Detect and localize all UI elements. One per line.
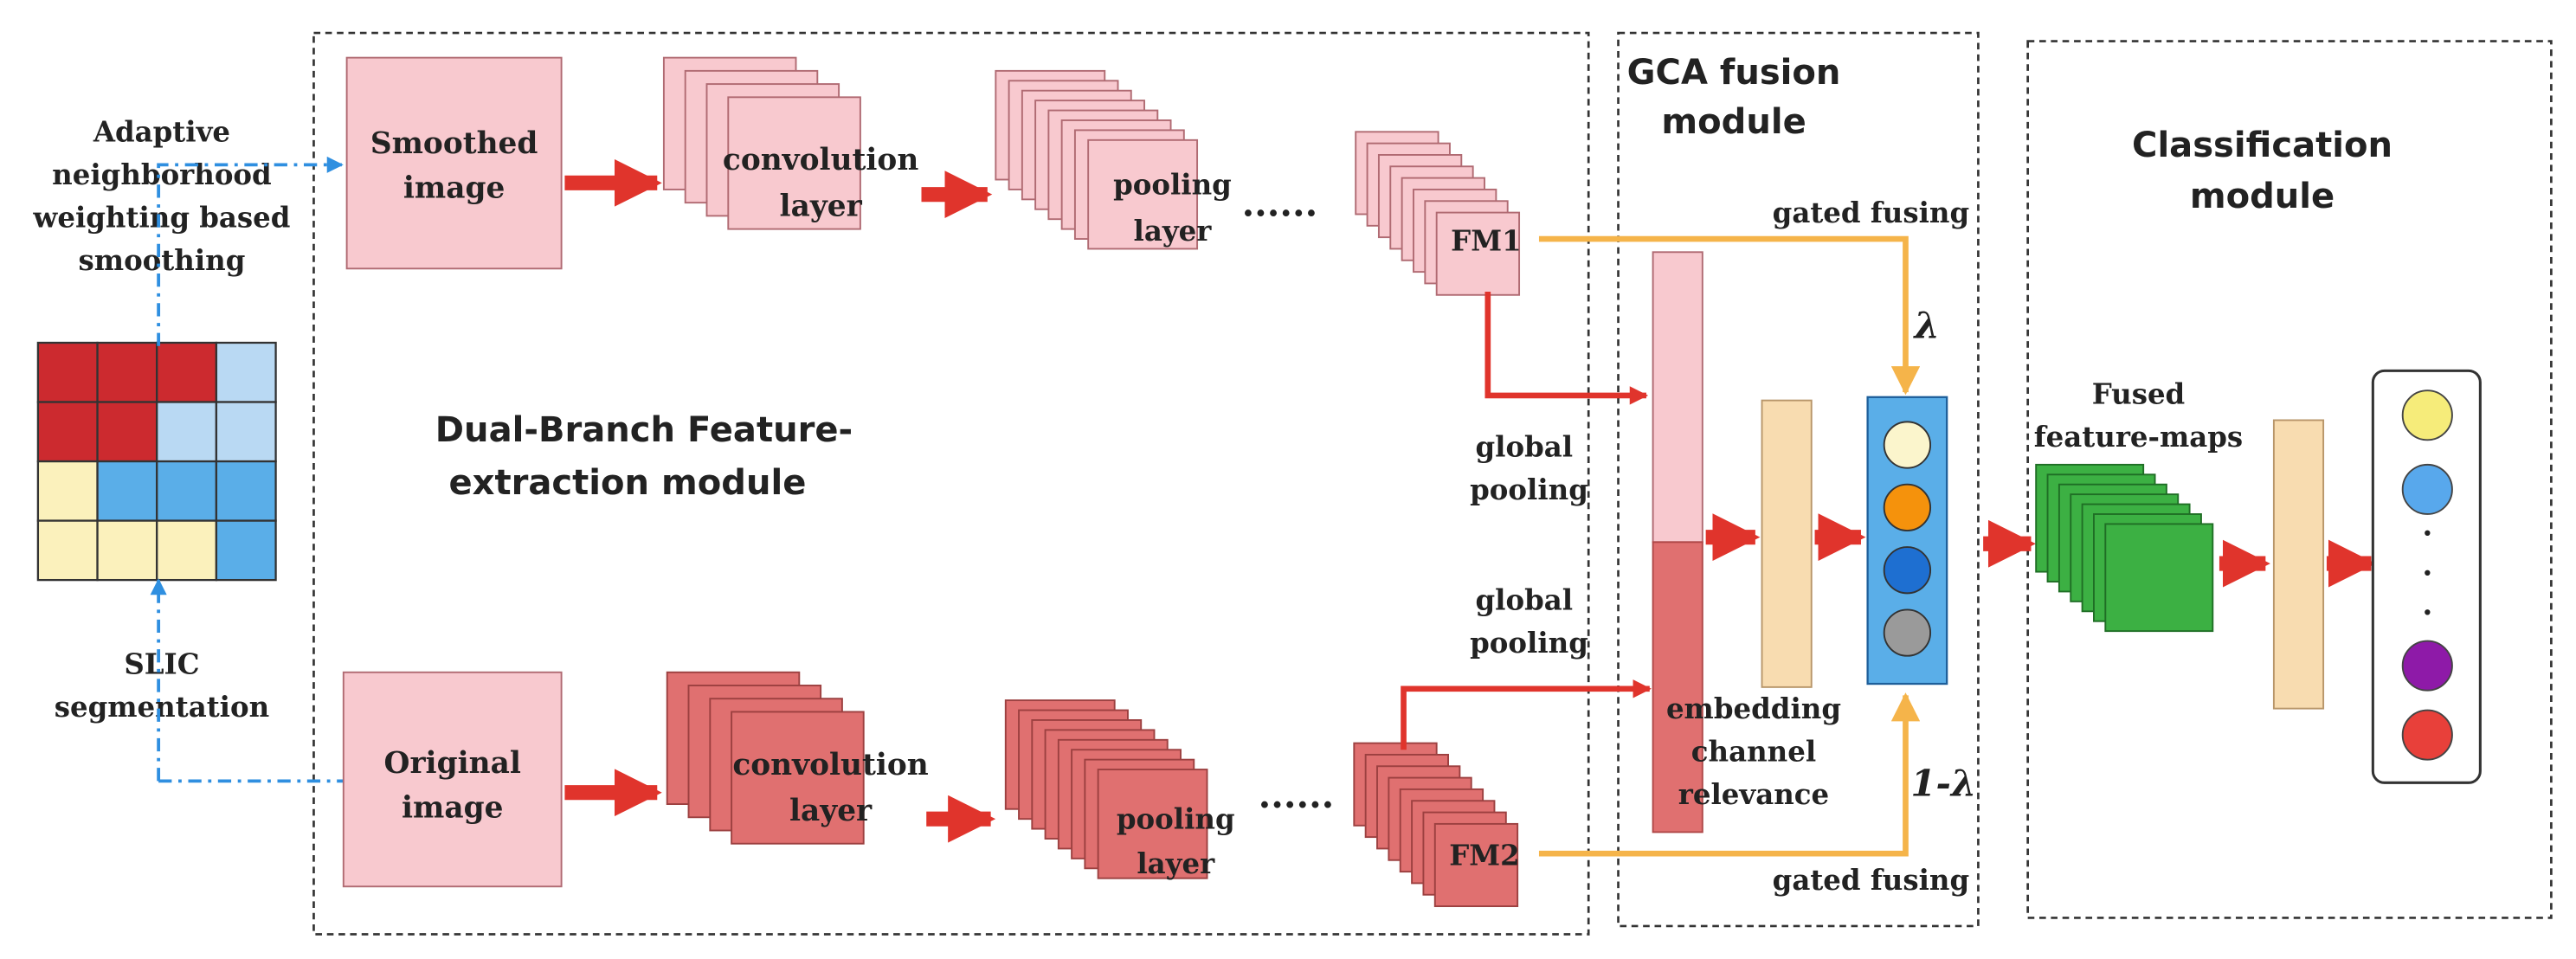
one-minus-lambda-label: 1-λ bbox=[1910, 763, 1976, 805]
gated-fusing-path-top bbox=[1538, 235, 1921, 396]
global-pooling-top-line2: pooling bbox=[1470, 473, 1588, 506]
fusion-weight-circle bbox=[1883, 608, 1932, 657]
grid-cell bbox=[156, 460, 218, 522]
grid-cell bbox=[156, 519, 218, 582]
gca-module-title-line1: GCA fusion bbox=[1627, 53, 1841, 93]
grid-cell bbox=[36, 341, 99, 403]
relevance-fc-bar bbox=[1761, 399, 1813, 688]
bottom-conv-sheet bbox=[731, 711, 865, 845]
classifier-fc-bar bbox=[2272, 419, 2325, 710]
bottom-pool-label-line1: pooling bbox=[1117, 803, 1235, 836]
gca-module-title-line2: module bbox=[1661, 102, 1806, 142]
classification-module-title-line1: Classification bbox=[2132, 126, 2392, 165]
superpixel-grid bbox=[36, 341, 277, 582]
embedding-label-line2: channel bbox=[1691, 736, 1816, 769]
smoothed-image-label-line1: Smoothed bbox=[370, 126, 538, 161]
dual-branch-module-title-line2: extraction module bbox=[448, 463, 806, 503]
output-dot-1: · bbox=[2422, 517, 2432, 551]
top-pooling-layer-stack bbox=[995, 69, 1199, 250]
embedding-vector-top bbox=[1652, 251, 1703, 544]
fused-feature-maps-stack bbox=[2035, 463, 2214, 633]
global-pooling-path-top bbox=[1484, 291, 1649, 405]
slic-label-line1: SLIC bbox=[124, 648, 199, 681]
fusion-weight-circle bbox=[1883, 421, 1932, 469]
output-dot-2: · bbox=[2422, 557, 2432, 591]
output-node-yellow bbox=[2401, 389, 2453, 441]
grid-cell bbox=[96, 519, 158, 582]
global-pooling-path-bottom bbox=[1401, 679, 1652, 750]
lambda-label: λ bbox=[1913, 304, 1940, 346]
embedding-label-line1: embedding bbox=[1666, 692, 1841, 725]
adaptive-smoothing-label-line3: weighting based bbox=[32, 202, 290, 235]
grid-cell bbox=[156, 341, 218, 403]
grid-cell bbox=[215, 519, 277, 582]
output-node-blue bbox=[2401, 463, 2453, 515]
grid-cell bbox=[215, 401, 277, 463]
fused-feature-maps-label-line1: Fused bbox=[2092, 377, 2186, 410]
global-pooling-bottom-line1: global bbox=[1476, 583, 1574, 616]
bottom-pool-label-line2: layer bbox=[1137, 847, 1215, 880]
grid-cell bbox=[36, 401, 99, 463]
grid-cell bbox=[215, 460, 277, 522]
dual-branch-module-frame bbox=[312, 31, 1590, 936]
grid-cell bbox=[156, 401, 218, 463]
top-pool-sheet bbox=[1087, 138, 1199, 250]
fusion-weight-circles bbox=[1883, 421, 1932, 657]
grid-cell bbox=[215, 341, 277, 403]
fused-feature-maps-label-line2: feature-maps bbox=[2034, 421, 2243, 454]
gca-module-frame bbox=[1617, 31, 1980, 928]
bottom-pooling-layer-stack bbox=[1004, 699, 1208, 879]
global-pooling-top-line1: global bbox=[1476, 430, 1574, 463]
grid-cell bbox=[36, 519, 99, 582]
fusion-weight-circle bbox=[1883, 483, 1932, 531]
embedding-vector-bottom bbox=[1652, 541, 1703, 833]
fm1-stack bbox=[1355, 131, 1521, 296]
top-conv-label-line1: convolution bbox=[723, 143, 918, 177]
bottom-pool-sheet bbox=[1097, 769, 1208, 879]
output-layer-box bbox=[2371, 369, 2482, 784]
original-image-label-line2: image bbox=[402, 790, 503, 825]
slic-label-line2: segmentation bbox=[55, 691, 269, 724]
bottom-convolution-layer-stack bbox=[666, 671, 865, 845]
fm1-sheet bbox=[1435, 211, 1521, 296]
output-dot-3: · bbox=[2422, 596, 2432, 631]
smoothed-image-box bbox=[345, 56, 563, 270]
bottom-ellipsis: ...... bbox=[1259, 774, 1335, 816]
grid-cell bbox=[96, 401, 158, 463]
bottom-conv-label-line1: convolution bbox=[732, 748, 928, 782]
top-convolution-layer-stack bbox=[662, 56, 861, 230]
grid-cell bbox=[96, 341, 158, 403]
classification-module-frame bbox=[2026, 40, 2553, 919]
gated-fusing-label-bottom: gated fusing bbox=[1773, 864, 1969, 897]
gated-fusing-label-top: gated fusing bbox=[1773, 196, 1969, 229]
adaptive-smoothing-label-line1: Adaptive bbox=[93, 116, 230, 149]
global-pooling-bottom-line2: pooling bbox=[1470, 627, 1588, 660]
output-node-red bbox=[2401, 709, 2453, 761]
output-node-purple bbox=[2401, 640, 2453, 692]
bottom-conv-label-line2: layer bbox=[789, 794, 873, 828]
classification-module-title-line2: module bbox=[2190, 177, 2334, 216]
embedding-label-line3: relevance bbox=[1678, 778, 1829, 811]
top-pool-label-line1: pooling bbox=[1113, 169, 1232, 202]
top-conv-label-line2: layer bbox=[780, 189, 863, 223]
fm2-label: FM2 bbox=[1449, 840, 1519, 872]
smoothed-image-label-line2: image bbox=[403, 171, 505, 205]
top-ellipsis: ...... bbox=[1242, 182, 1318, 224]
fusion-weight-circle bbox=[1883, 546, 1932, 595]
dual-branch-module-title-line1: Dual-Branch Feature- bbox=[435, 410, 853, 450]
original-image-label-line1: Original bbox=[384, 746, 521, 781]
gated-fusing-path-bottom bbox=[1538, 692, 1921, 857]
grid-cell bbox=[36, 460, 99, 522]
top-pool-label-line2: layer bbox=[1134, 215, 1213, 248]
fm1-label: FM1 bbox=[1451, 224, 1521, 257]
grid-cell bbox=[96, 460, 158, 522]
top-conv-sheet bbox=[727, 96, 861, 230]
fm2-stack bbox=[1353, 742, 1519, 908]
original-image-box bbox=[342, 671, 563, 888]
adaptive-smoothing-label-line4: smoothing bbox=[79, 244, 246, 277]
smoothing-connector bbox=[157, 156, 344, 346]
fm2-sheet bbox=[1433, 822, 1519, 908]
fused-sheet bbox=[2104, 523, 2214, 633]
